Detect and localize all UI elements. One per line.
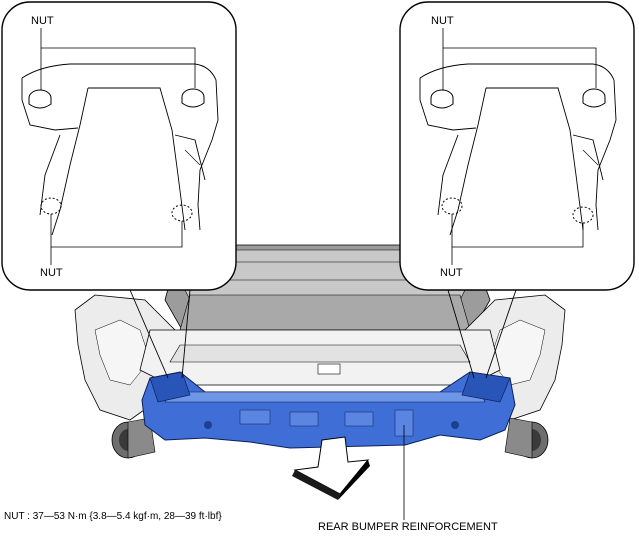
nut-hidden-right-icon [572,206,594,224]
nut-label-right-top: NUT [431,15,454,27]
left-detail-callout [1,1,237,379]
part-name-label: REAR BUMPER REINFORCEMENT [318,521,498,533]
nut-hidden-right-icon [171,204,193,222]
rear-bumper-reinforcement [141,371,516,449]
nut-hidden-left-icon [441,197,463,215]
nut-top-left-icon [28,89,52,109]
right-exhaust-pipe [504,417,549,459]
nut-top-left-icon [430,89,454,109]
nut-label-left-top: NUT [31,15,54,27]
torque-spec-note: NUT : 37—53 N·m {3.8—5.4 kgf·m, 28—39 ft… [4,511,222,522]
nut-label-left-bottom: NUT [40,267,63,279]
down-arrow-icon [292,436,370,500]
nut-label-right-bottom: NUT [440,267,463,279]
nut-top-right-icon [181,88,205,108]
nut-hidden-left-icon [40,197,62,215]
nut-top-right-icon [582,88,606,108]
right-detail-callout [399,1,635,379]
